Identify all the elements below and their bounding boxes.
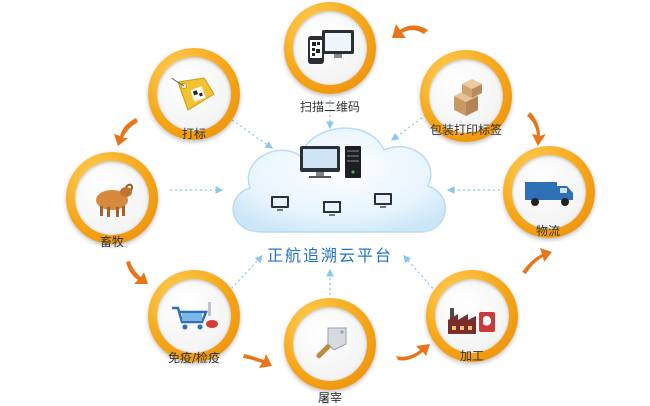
node-processing bbox=[426, 270, 518, 362]
monitor-icon bbox=[300, 146, 340, 178]
qr-scan-device-icon bbox=[308, 30, 354, 64]
label-print-label: 包装打印标签 bbox=[429, 123, 503, 137]
flow-arrow-icon bbox=[527, 112, 546, 146]
flow-arrow-icon bbox=[126, 261, 148, 284]
label-logistics: 物流 bbox=[535, 224, 561, 238]
node-scan-qr bbox=[284, 2, 376, 94]
label-slaughter: 屠宰 bbox=[317, 391, 343, 405]
cleaver-icon bbox=[316, 327, 347, 359]
label-tagging: 打标 bbox=[181, 127, 207, 141]
flow-arrow-icon bbox=[396, 344, 430, 361]
node-livestock bbox=[66, 152, 158, 244]
flow-arrow-icon bbox=[522, 248, 552, 274]
link-tagging bbox=[231, 119, 274, 149]
link-quarantine bbox=[227, 255, 263, 293]
small-monitor-icon bbox=[323, 201, 341, 216]
node-quarantine bbox=[148, 270, 240, 362]
label-scan-qr: 扫描二维码 bbox=[299, 100, 361, 114]
cart-syringe-icon bbox=[172, 302, 218, 330]
flow-arrow-icon bbox=[114, 118, 138, 146]
flow-arrow-icon bbox=[243, 354, 272, 368]
node-print-label bbox=[420, 50, 512, 142]
node-slaughter bbox=[284, 298, 376, 390]
small-monitor-icon bbox=[271, 196, 289, 211]
qr-tag-icon bbox=[171, 77, 215, 111]
small-monitor-icon bbox=[374, 193, 392, 208]
boxes-icon bbox=[454, 79, 482, 116]
label-livestock: 畜牧 bbox=[99, 235, 125, 249]
link-processing bbox=[403, 255, 437, 293]
platform-title: 正航追溯云平台 bbox=[266, 246, 394, 265]
node-logistics bbox=[503, 146, 595, 238]
label-processing: 加工 bbox=[459, 349, 485, 363]
server-tower-icon bbox=[345, 146, 361, 178]
node-tagging bbox=[148, 48, 240, 140]
flow-arrow-icon bbox=[392, 24, 428, 38]
factory-icon bbox=[448, 308, 495, 334]
truck-icon bbox=[525, 182, 573, 206]
label-quarantine: 免疫/检疫 bbox=[167, 351, 221, 365]
sheep-icon bbox=[96, 183, 134, 217]
